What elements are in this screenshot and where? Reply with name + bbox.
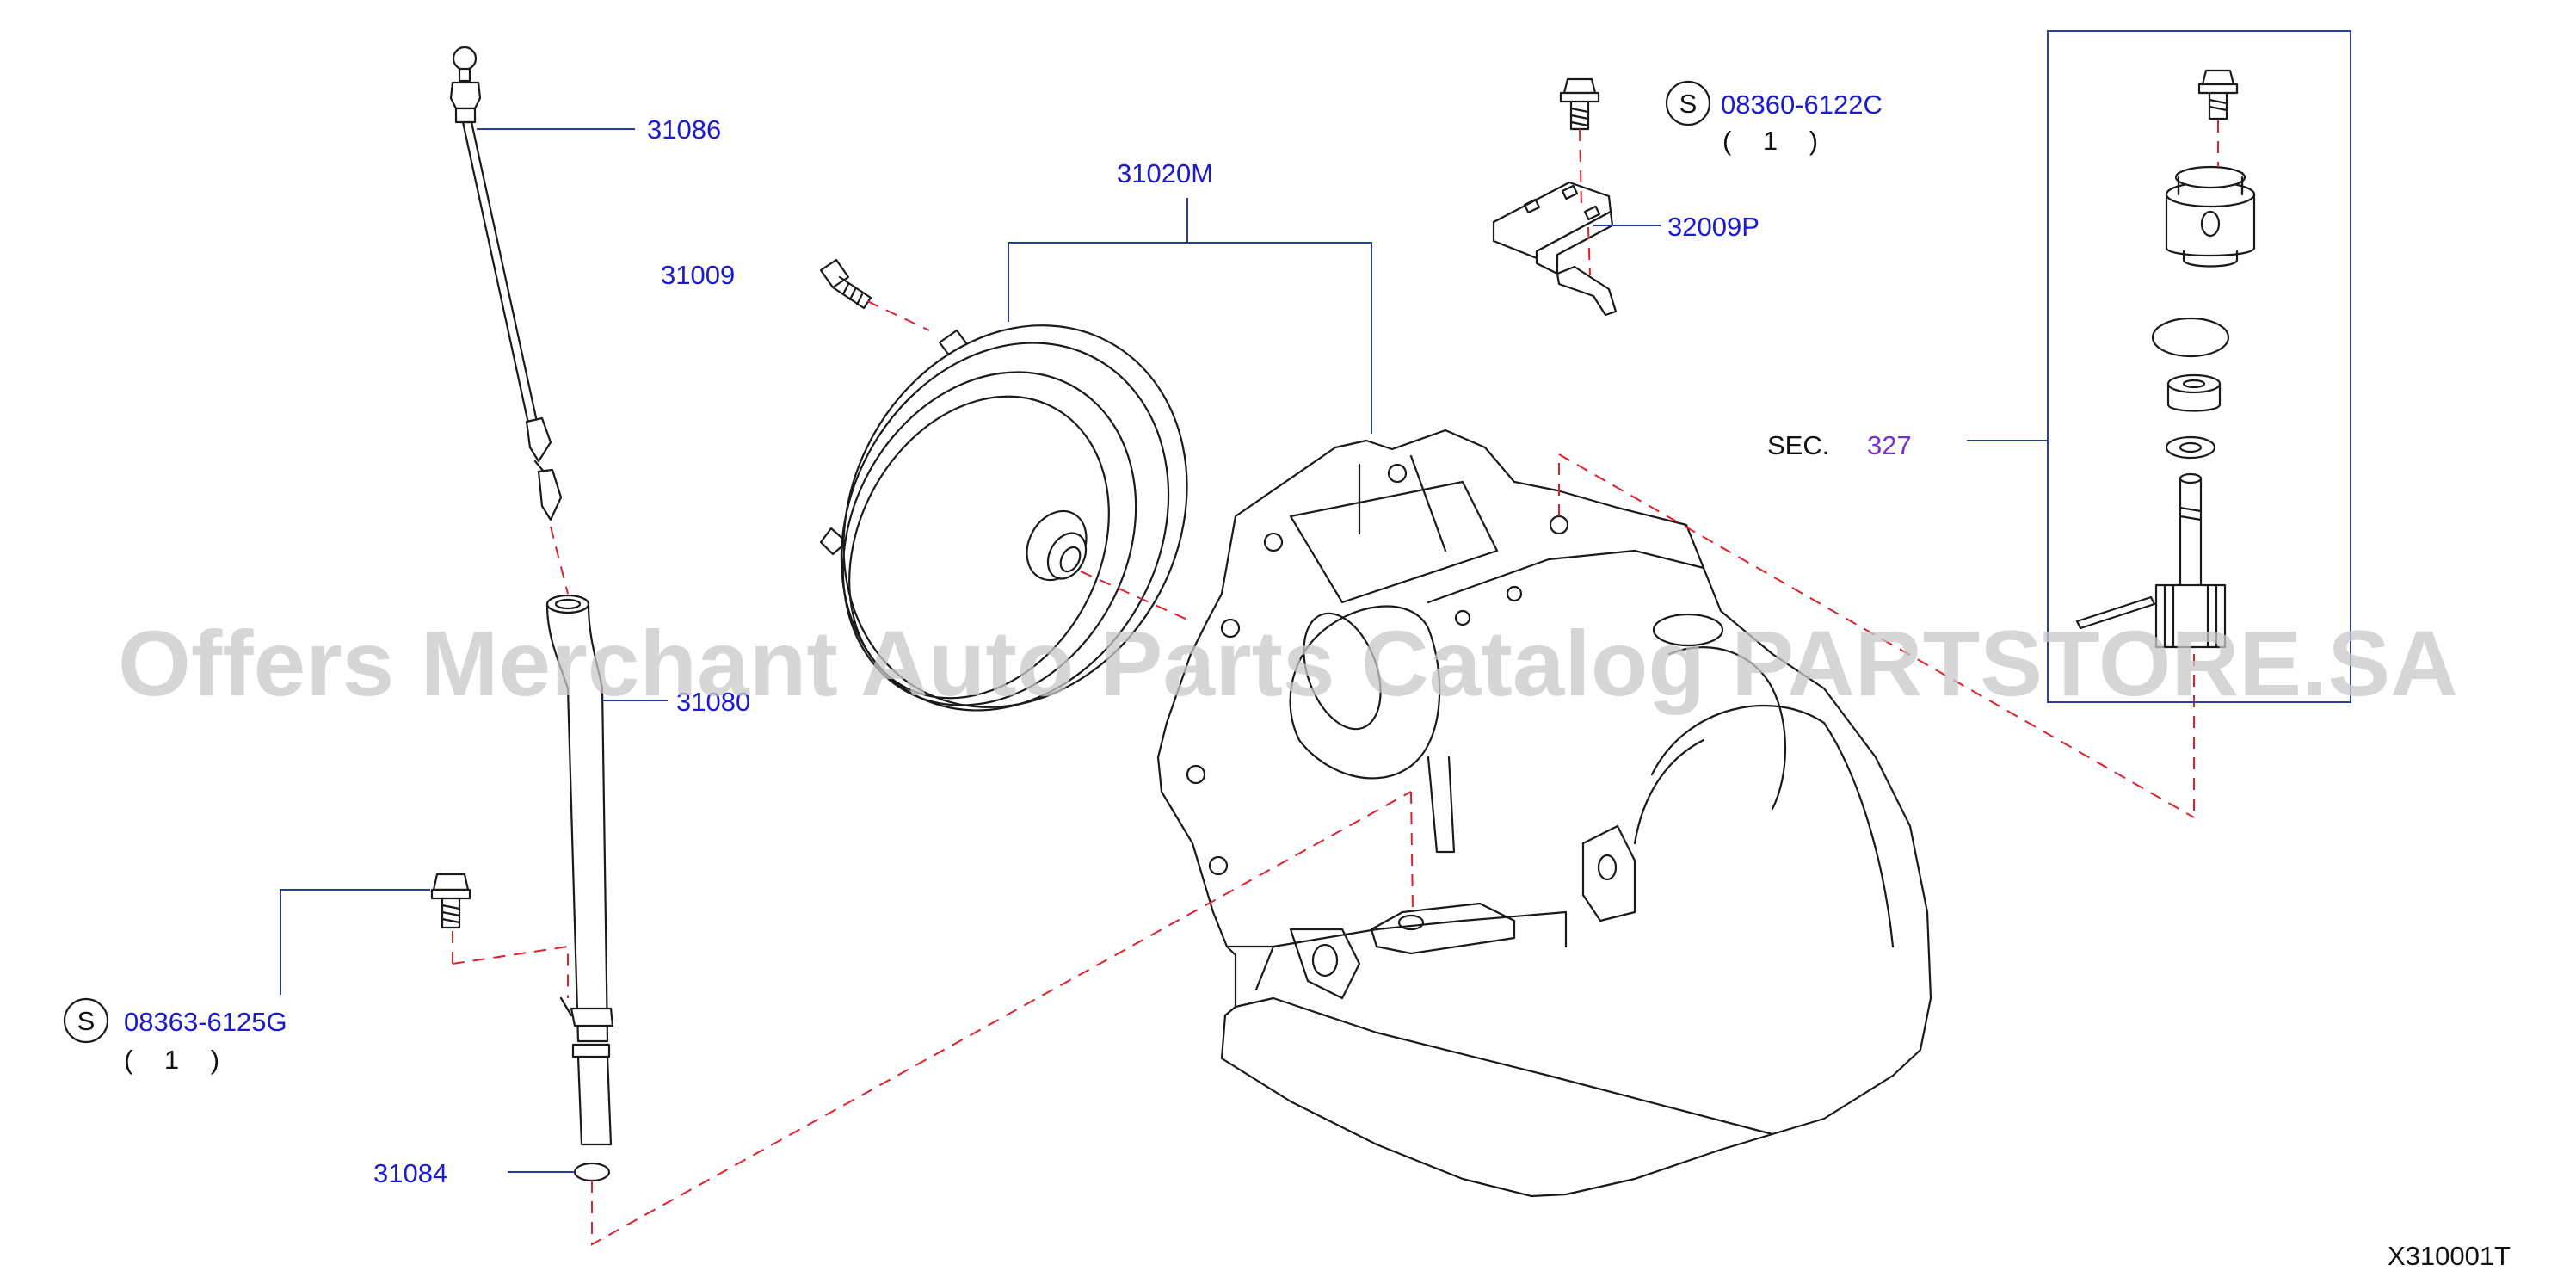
label-31084[interactable]: 31084 [373,1158,447,1188]
alignment-lines [452,120,2219,1246]
label-08360-6122c[interactable]: 08360-6122C [1721,89,1883,120]
bolt-31009[interactable] [819,258,872,310]
bracket-32009p[interactable] [1492,181,1618,317]
label-31009[interactable]: 31009 [661,260,735,290]
o-ring-31084[interactable] [573,1162,611,1182]
s-marker-top: S [1679,89,1698,119]
label-08363-6125g[interactable]: 08363-6125G [124,1007,287,1037]
s-marker-top-circle [1665,80,1711,126]
label-08363-6125g-qty: ( 1 ) [124,1045,231,1075]
label-sec-327[interactable]: 327 [1867,430,1912,460]
label-31080[interactable]: 31080 [676,687,750,717]
s-marker-left: S [77,1006,96,1036]
speedometer-assembly-sec-327[interactable] [2075,69,2256,649]
transmission-case[interactable] [1156,429,1932,1198]
watermark: Offers Merchant Auto Parts Catalog PARTS… [118,611,2458,715]
filler-tube-31080[interactable] [545,594,614,1146]
diagram-code: X310001T [2388,1241,2511,1271]
torque-converter-31020m[interactable] [778,265,1252,768]
label-sec-prefix: SEC. [1767,430,1829,460]
label-32009p[interactable]: 32009P [1667,212,1759,242]
bolt-08360-6122c[interactable] [1559,77,1600,131]
label-31020m[interactable]: 31020M [1117,158,1213,188]
bolt-08363-6125g[interactable] [430,873,471,929]
label-31086[interactable]: 31086 [647,114,721,145]
s-marker-left-circle [63,997,109,1044]
label-08360-6122c-qty: ( 1 ) [1722,126,1830,156]
dipstick-31086[interactable] [449,46,563,521]
sec-327-frame [2047,30,2351,703]
leader-lines [280,128,2048,1173]
